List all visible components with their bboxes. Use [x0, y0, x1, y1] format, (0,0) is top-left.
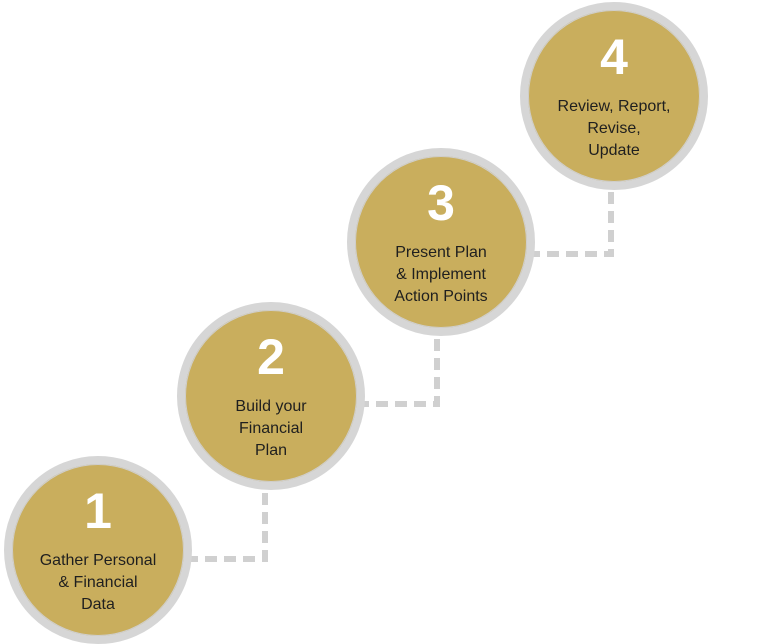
- step-1-number: 1: [84, 483, 112, 539]
- step-4-label-line-3: Update: [588, 142, 640, 159]
- step-4-circle: 4 Review, Report, Revise, Update: [520, 2, 708, 190]
- step-1-label-line-3: Data: [81, 596, 115, 613]
- connector-1-2: [186, 482, 268, 562]
- step-2-label: Build your Financial Plan: [191, 396, 351, 462]
- step-1-circle: 1 Gather Personal & Financial Data: [4, 456, 192, 644]
- step-2-number: 2: [257, 329, 285, 385]
- step-2-label-line-3: Plan: [254, 442, 288, 459]
- step-1-label-line-1: Gather Personal: [39, 552, 157, 569]
- step-3-label-line-2: & Implement: [396, 266, 486, 283]
- step-3-label-line-1: Present Plan: [395, 244, 487, 261]
- step-3-circle: 3 Present Plan & Implement Action Points: [347, 148, 535, 336]
- step-4-label-line-2: Revise,: [587, 120, 641, 137]
- step-4-label-line-1: Review, Report,: [557, 98, 671, 115]
- step-3-label: Present Plan & Implement Action Points: [361, 242, 521, 308]
- step-1-label-line-2: & Financial: [58, 574, 138, 591]
- step-3-number: 3: [427, 175, 455, 231]
- connector-2-3: [357, 332, 440, 407]
- step-4-label: Review, Report, Revise, Update: [534, 96, 694, 162]
- step-1-label: Gather Personal & Financial Data: [18, 550, 178, 616]
- step-3-label-line-3: Action Points: [394, 288, 488, 305]
- step-4-number: 4: [600, 29, 628, 85]
- connector-3-4: [528, 185, 614, 257]
- step-2-label-line-1: Build your: [235, 398, 307, 415]
- step-2-label-line-2: Financial: [238, 420, 304, 437]
- step-2-circle: 2 Build your Financial Plan: [177, 302, 365, 490]
